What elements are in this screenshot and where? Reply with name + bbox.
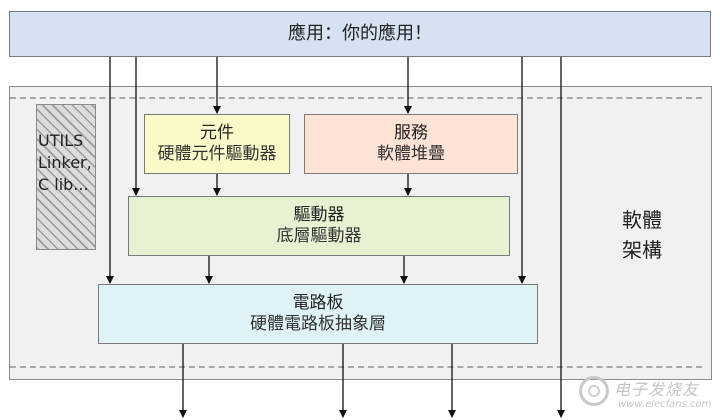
board-subtitle: 硬體電路板抽象層: [250, 314, 386, 334]
watermark-url: www.elecfans.com: [618, 399, 712, 410]
drivers-box: 驅動器 底層驅動器: [128, 196, 510, 256]
components-box: 元件 硬體元件驅動器: [144, 114, 290, 174]
utils-line-1: UTILS: [38, 131, 84, 150]
utils-line-3: C lib...: [38, 175, 89, 194]
watermark-logo-icon: [579, 376, 609, 406]
board-box: 電路板 硬體電路板抽象層: [98, 284, 538, 344]
application-layer-box: 應用：你的應用！: [9, 11, 711, 57]
services-box: 服務 軟體堆疊: [304, 114, 518, 174]
architecture-label-line-2: 架構: [622, 238, 662, 262]
drivers-title: 驅動器: [293, 204, 345, 225]
architecture-label: 軟體 架構: [612, 205, 672, 265]
components-subtitle: 硬體元件驅動器: [157, 144, 277, 164]
components-title: 元件: [200, 122, 234, 143]
services-title: 服務: [394, 122, 428, 143]
drivers-subtitle: 底層驅動器: [276, 226, 362, 246]
services-subtitle: 軟體堆疊: [377, 144, 445, 164]
watermark-cn: 电子发烧友: [614, 380, 700, 399]
utils-line-2: Linker,: [38, 153, 92, 172]
board-title: 電路板: [292, 292, 344, 313]
frame-bottom-dashed-line: [10, 366, 702, 368]
architecture-label-line-1: 軟體: [622, 208, 662, 232]
utils-label: UTILS Linker, C lib...: [36, 130, 104, 196]
utils-block: [36, 104, 96, 250]
application-label: 應用：你的應用！: [288, 22, 432, 44]
frame-top-dashed-line: [10, 97, 702, 99]
